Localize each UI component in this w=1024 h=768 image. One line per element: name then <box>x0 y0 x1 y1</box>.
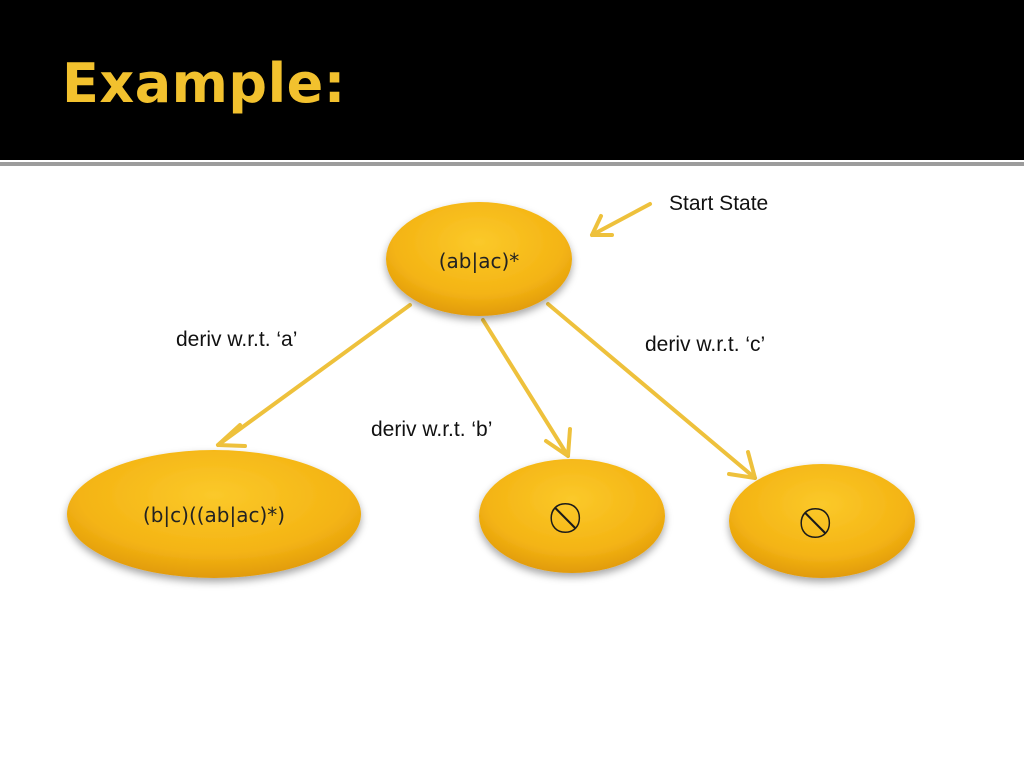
node-left-label: (b|c)((ab|ac)*) <box>142 503 286 527</box>
edge-c-label: deriv w.r.t. ‘c’ <box>645 333 766 356</box>
edge-b-label: deriv w.r.t. ‘b’ <box>371 418 493 441</box>
start-arrow <box>590 202 652 237</box>
start-state-label: Start State <box>669 192 769 215</box>
node-middle <box>479 459 665 573</box>
edge-a-label: deriv w.r.t. ‘a’ <box>176 328 298 351</box>
edge-b-arrow <box>481 318 572 458</box>
node-left <box>67 450 361 578</box>
edge-a-arrow <box>216 303 412 448</box>
page-title: Example: <box>62 52 346 115</box>
title-bar <box>0 0 1024 160</box>
node-root <box>386 202 572 316</box>
title-divider <box>0 162 1024 166</box>
node-root-label: (ab|ac)* <box>438 249 520 273</box>
edge-c-arrow <box>546 302 757 480</box>
node-right <box>729 464 915 578</box>
